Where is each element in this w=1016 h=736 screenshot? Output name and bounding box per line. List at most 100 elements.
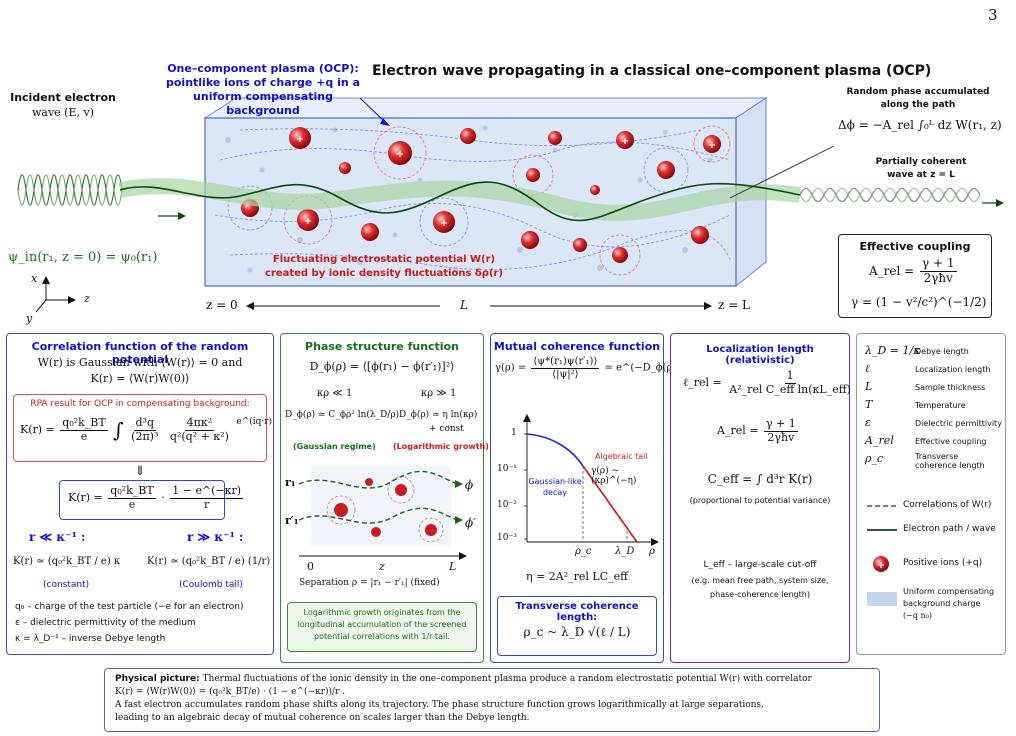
- correlation-title: Correlation function of the random poten…: [31, 340, 249, 366]
- algebraic-tail-label: Algebraic tail: [595, 452, 648, 461]
- c-eff-equation: C_eff = ∫ d³r K(r): [707, 472, 813, 486]
- ocp-label: One–component plasma (OCP): pointlike io…: [158, 62, 368, 118]
- legend-correlations: Correlations of W(r): [903, 500, 992, 510]
- ocp-label-line3: uniform compensating background: [193, 90, 333, 117]
- legend-txt-coherence: Transverse coherence length: [915, 452, 985, 470]
- physical-text3: A fast electron accumulates random phase…: [115, 700, 764, 710]
- gaussian-like-line1: Gaussian-like: [528, 477, 582, 486]
- legend-ion-icon: [873, 556, 889, 572]
- mutual-coherence-panel: Mutual coherence function γ(ρ) = ⟨ψ*(r₁)…: [490, 333, 690, 663]
- rpa-den1: e: [80, 429, 88, 443]
- ocp-label-line2: pointlike ions of charge +q in a: [166, 76, 360, 89]
- y-tick-1: 1: [511, 428, 517, 438]
- length-label: L: [460, 298, 468, 312]
- path-r1-label: r₁: [285, 476, 296, 489]
- legend-item-coupling: A_rel Effective coupling: [865, 434, 986, 447]
- legend-item-debye: λ_D = 1/κDebye length: [865, 344, 969, 357]
- small-r-note: (constant): [43, 580, 90, 590]
- legend-sym-coherence: ρ_c: [865, 452, 884, 465]
- small-r-heading: r ≪ κ⁻¹ :: [29, 530, 86, 544]
- localization-lhs: ℓ_rel =: [683, 376, 722, 390]
- rpa-num3: 4πκ²: [184, 416, 215, 431]
- sketch-axis-L: L: [449, 560, 457, 573]
- svg-text:+: +: [877, 560, 885, 571]
- large-r-note: (Coulomb tail): [179, 580, 243, 590]
- legend-txt-permittivity: Dielectric permittivity: [915, 419, 1002, 428]
- result-lhs: K(r) =: [68, 491, 103, 505]
- algebraic-tail-equation: γ(ρ) ~ (κρ)^(−η): [591, 466, 637, 486]
- x-tick-rho-c: ρ_c: [575, 546, 592, 557]
- mutual-rhs: = e^(−D_ϕ(ρ)/2): [604, 362, 690, 374]
- small-r-equation: K(r) ≃ (q₀²k_BT / e) κ: [13, 556, 121, 567]
- phase-title: Phase structure function: [305, 340, 459, 353]
- legend-background: Uniform compensating background charge (…: [903, 586, 994, 622]
- large-r-heading: r ≫ κ⁻¹ :: [187, 530, 244, 544]
- l-eff-examples-1: (e.g. mean free path, system size,: [691, 576, 829, 585]
- mutual-equation: γ(ρ) = ⟨ψ*(r₁)ψ(r′₁)⟩⟨|ψ|²⟩ = e^(−D_ϕ(ρ)…: [495, 356, 690, 380]
- coupling-eq1-den: 2γħv: [923, 270, 953, 285]
- partially-coherent-label: Partially coherent wave at z = L: [846, 156, 996, 182]
- gaussian-like-label: Gaussian-like decay: [527, 476, 583, 498]
- legend-background-line3: (−q n₀): [903, 611, 932, 620]
- algebraic-tail-line: [582, 465, 638, 543]
- definition-epsilon: ε – dielectric permittivity of the mediu…: [15, 618, 196, 628]
- mutual-lhs: γ(ρ) =: [495, 362, 527, 374]
- gaussian-decay-curve: [526, 433, 584, 467]
- transverse-coherence-box: Transverse coherence length: ρ_c ~ λ_D √…: [497, 596, 657, 656]
- mutual-title: Mutual coherence function: [493, 340, 661, 353]
- eta-equation: η = 2A²_rel LC_eff: [526, 570, 628, 583]
- phase-large-regime: κρ ≫ 1: [421, 388, 457, 399]
- random-phase-line2: along the path: [880, 100, 956, 110]
- phase-large-const: + const: [429, 424, 464, 434]
- separation-label: Separation ρ = |r₁ − r′₁| (fixed): [299, 578, 440, 588]
- random-phase-label: Random phase accumulated along the path: [828, 86, 1008, 112]
- sketch-axis-zero: 0: [307, 560, 314, 573]
- svg-text:+: +: [440, 218, 448, 229]
- legend-background-line1: Uniform compensating: [903, 587, 995, 596]
- legend-sym-localization: ℓ: [865, 362, 870, 375]
- rpa-den3: q²(q² + κ²): [169, 429, 229, 443]
- two-path-sketch: [298, 466, 467, 560]
- svg-text:+: +: [708, 140, 716, 151]
- phase-small-regime: κρ ≪ 1: [317, 388, 353, 399]
- incident-line2: wave (E, v): [31, 106, 94, 119]
- result-den1: e: [128, 497, 136, 511]
- rpa-num1: q₀²k_BT: [60, 416, 108, 431]
- sketch-axis-z: z: [379, 560, 385, 573]
- definition-kappa: κ = λ_D⁻¹ – inverse Debye length: [15, 634, 166, 644]
- ocp-label-line1: One–component plasma (OCP):: [167, 62, 359, 75]
- logarithmic-note: Logarithmic growth originates from the l…: [287, 602, 477, 652]
- rpa-integral: ∫: [113, 418, 124, 443]
- transverse-title: Transverse coherence length:: [515, 601, 639, 623]
- legend-txt-temperature: Temperature: [915, 401, 966, 410]
- physical-text2: K(r) = ⟨W(r)W(0)⟩ = (q₀²k_BT/e) · (1 − e…: [115, 687, 346, 697]
- partial-line1: Partially coherent: [875, 157, 967, 167]
- coherence-plot: [523, 414, 659, 546]
- coupling-eq1-lhs: A_rel =: [869, 263, 915, 278]
- result-dot: ·: [161, 491, 165, 505]
- coupling-title: Effective coupling: [859, 240, 971, 253]
- result-num2: 1 − e^(−κr): [170, 484, 244, 499]
- phase-structure-panel: Phase structure function D_ϕ(ρ) = ⟨[ϕ(r₁…: [280, 333, 489, 663]
- correlation-line1: W(r) is Gaussian with ⟨W(r)⟩ = 0 and: [37, 356, 243, 369]
- legend-txt-thickness: Sample thickness: [915, 383, 986, 392]
- svg-text:+: +: [396, 149, 404, 160]
- localization-num: 1: [784, 369, 796, 384]
- result-den2: r: [204, 497, 210, 511]
- legend-txt-coupling: Effective coupling: [915, 437, 987, 446]
- definition-q0: q₀ – charge of the test particle (−e for…: [15, 602, 244, 612]
- rpa-lhs: K(r) =: [20, 423, 55, 437]
- large-r-equation: K(r) ≃ (q₀²k_BT / e) (1/r): [147, 556, 271, 567]
- legend-item-coherence: ρ_c Transverse coherence length: [865, 452, 997, 470]
- correlation-line2: K(r) = ⟨W(r)W(0)⟩: [90, 372, 190, 385]
- l-eff-definition: L_eff – large-scale cut-off: [703, 560, 817, 570]
- transverse-equation: ρ_c ~ λ_D √(ℓ / L): [523, 625, 631, 639]
- rpa-title: RPA result for OCP in compensating backg…: [30, 399, 250, 409]
- legend-sym-coupling: A_rel: [865, 434, 894, 447]
- legend-sym-permittivity: ε: [865, 416, 871, 429]
- l-eff-examples-2: phase-coherence length): [710, 590, 810, 599]
